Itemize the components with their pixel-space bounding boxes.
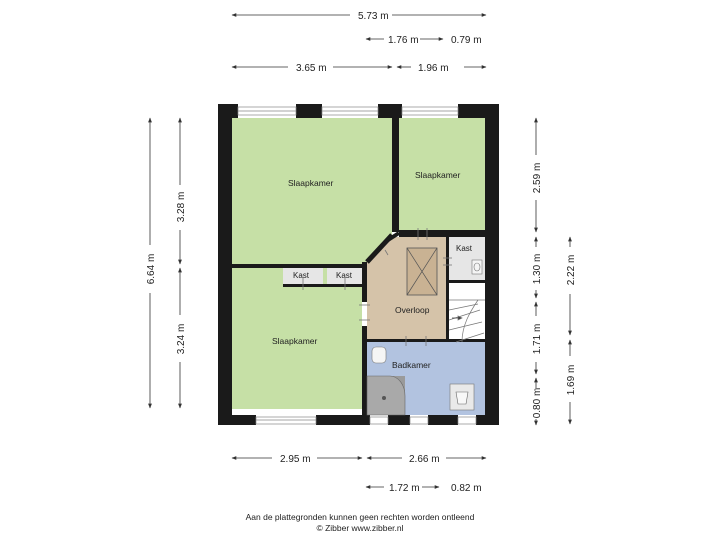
- room-label-bedroom-nw: Slaapkamer: [288, 178, 334, 188]
- dimension-label: 2.59 m: [532, 163, 543, 194]
- washbasin: [449, 383, 475, 411]
- disclaimer-text: Aan de plattegronden kunnen geen rechten…: [245, 512, 475, 522]
- room-label-closet-2: Kast: [336, 271, 353, 280]
- dimension-left-total: 6.64 m: [146, 117, 157, 409]
- dimension-top-b: 0.79 m: [451, 35, 482, 46]
- dimension-label: 5.73 m: [358, 11, 389, 22]
- walls: [218, 104, 499, 425]
- dimension-top-c: 3.65 m: [231, 63, 393, 74]
- dimension-label: 2.66 m: [409, 454, 440, 465]
- dimension-right-a: 2.59 m: [532, 117, 543, 233]
- dimension-left-a: 3.28 m: [176, 117, 187, 265]
- room-closet-1: [283, 266, 323, 284]
- room-label-bedroom-ne: Slaapkamer: [415, 170, 461, 180]
- dimension-top-d: 1.96 m: [396, 63, 487, 74]
- room-label-closet-1: Kast: [293, 271, 310, 280]
- dimension-left-b: 3.24 m: [176, 267, 187, 409]
- room-label-bedroom-sw: Slaapkamer: [272, 336, 318, 346]
- dimension-label: 1.71 m: [532, 324, 543, 355]
- bathroom-fixture: [371, 346, 387, 364]
- dimension-label: 1.72 m: [389, 483, 420, 494]
- dimension-bottom-a: 2.95 m: [231, 454, 363, 465]
- dimension-right-c: 1.71 m: [532, 301, 543, 375]
- dimension-label: 1.96 m: [418, 63, 449, 74]
- room-label-landing: Overloop: [395, 305, 430, 315]
- room-label-closet-ne: Kast: [456, 244, 473, 253]
- wall-diagonal: [386, 231, 401, 242]
- dimension-label: 2.95 m: [280, 454, 311, 465]
- dimension-top-total: 5.73 m: [231, 11, 487, 22]
- dimension-label: 0.82 m: [451, 483, 482, 494]
- room-bedroom-nw: [232, 118, 392, 264]
- dimension-label: 3.28 m: [176, 192, 187, 223]
- dimension-label: 3.24 m: [176, 324, 187, 355]
- door-markers: [302, 228, 452, 346]
- closet-fixture: [471, 259, 483, 275]
- dimension-label: 0.80 m: [532, 388, 543, 419]
- disclaimer-footer: Aan de plattegronden kunnen geen rechten…: [0, 512, 720, 534]
- dimension-right-d: 0.80 m: [532, 377, 543, 426]
- room-bedroom-sw: [232, 268, 362, 409]
- room-closet-2: [327, 266, 362, 284]
- dimension-right-e: 2.22 m: [566, 236, 577, 336]
- dimension-label: 6.64 m: [146, 254, 157, 285]
- dimension-label: 3.65 m: [296, 63, 327, 74]
- dimension-bottom-b: 2.66 m: [366, 454, 487, 465]
- shower-tray: [366, 375, 406, 416]
- dimension-bottom-d: 0.82 m: [451, 483, 482, 494]
- dimension-bottom-c: 1.72 m: [365, 483, 440, 494]
- dimension-right-f: 1.69 m: [566, 339, 577, 425]
- roof-hatch: [406, 247, 438, 296]
- dimension-label: 2.22 m: [566, 255, 577, 286]
- dimension-right-b: 1.30 m: [532, 236, 543, 299]
- room-bedroom-ne: [399, 118, 485, 230]
- dimension-label: 1.76 m: [388, 35, 419, 46]
- room-label-bathroom: Badkamer: [392, 360, 431, 370]
- copyright-text: © Zibber www.zibber.nl: [316, 523, 404, 533]
- dimension-label: 1.69 m: [566, 365, 577, 396]
- windows: [237, 106, 477, 425]
- dimension-label: 1.30 m: [532, 254, 543, 285]
- dimension-top-a: 1.76 m: [365, 35, 444, 46]
- staircase: [448, 299, 485, 343]
- dimension-label: 0.79 m: [451, 35, 482, 46]
